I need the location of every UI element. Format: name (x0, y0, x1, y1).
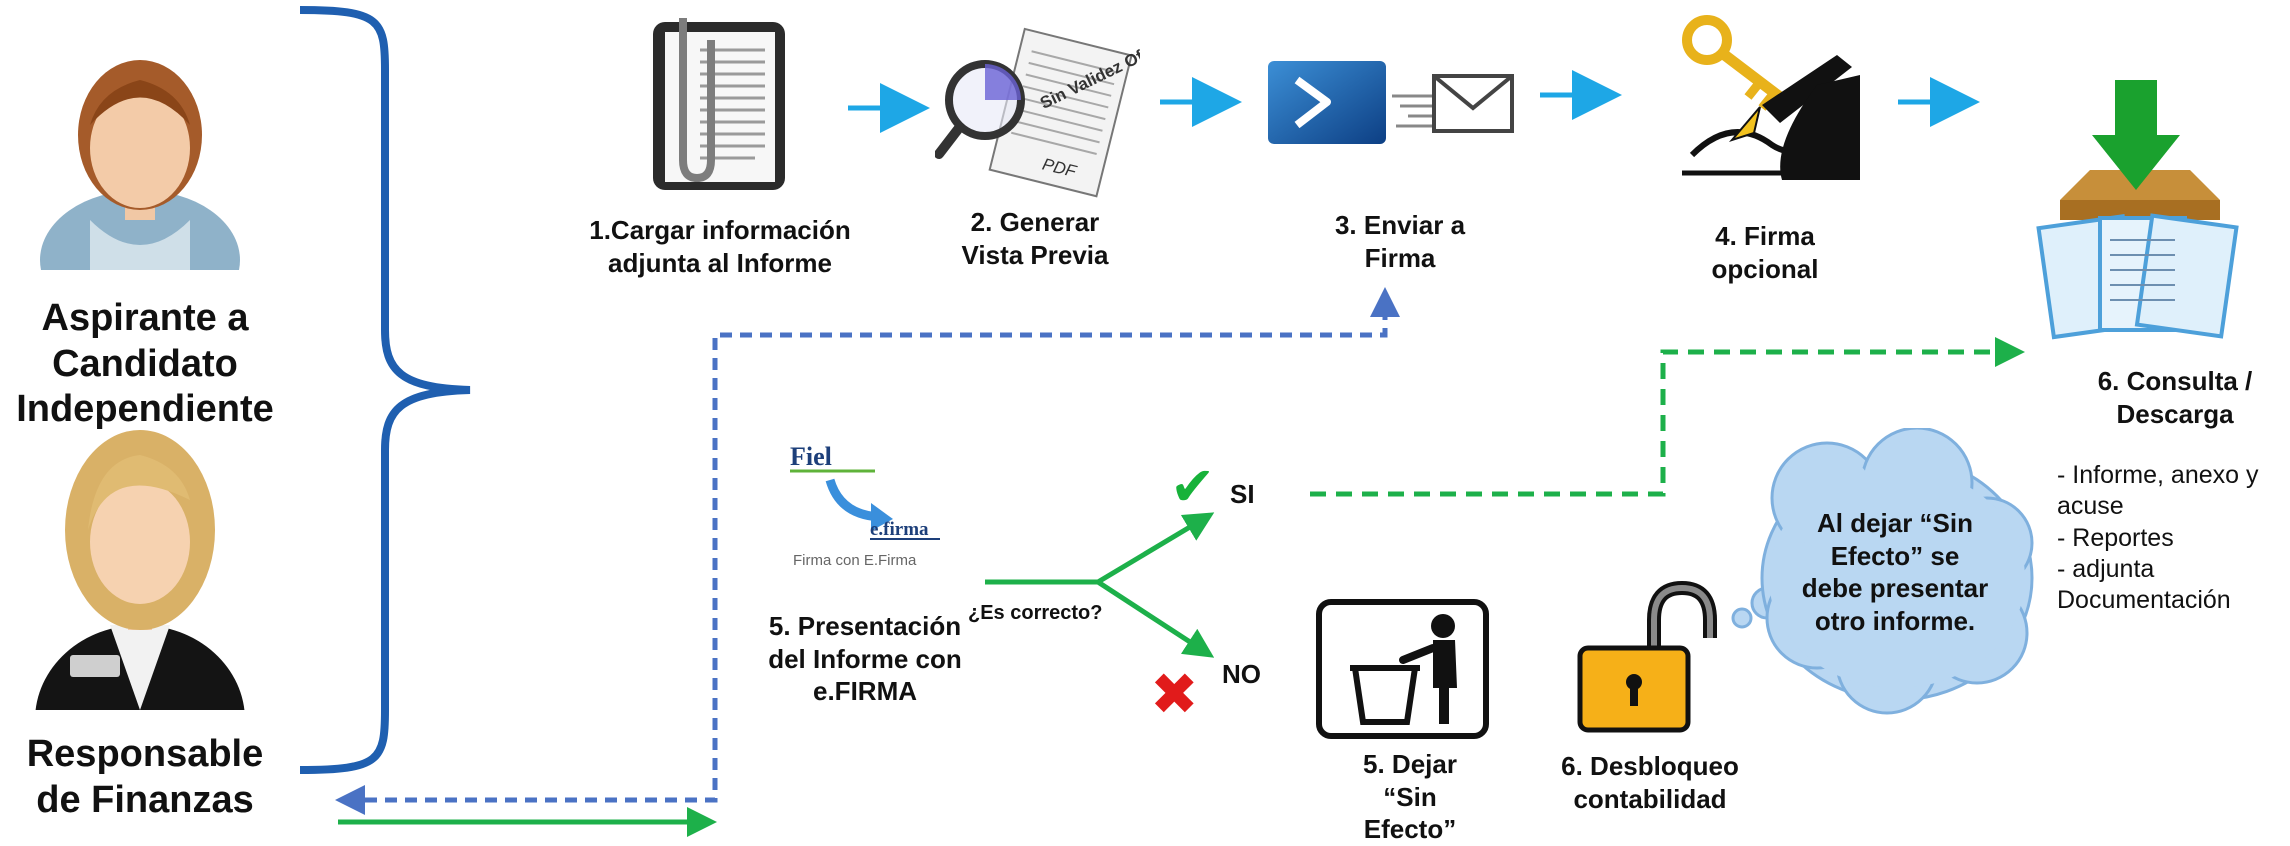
download-list: - Informe, anexo y acuse - Reportes - ad… (2057, 460, 2287, 616)
efirma-caption: Firma con E.Firma (793, 552, 917, 569)
magnifier-pdf-icon: Sin Validez Oficial PDF (934, 20, 1176, 205)
check-icon: ✔ (1170, 457, 1216, 517)
step-4-label: 4. Firma opcional (1711, 221, 1819, 284)
fiel-logo-text: Fiel (790, 442, 832, 471)
download-item: - Reportes (2057, 523, 2174, 552)
decision-question: ¿Es correcto? (968, 602, 1103, 624)
step-5-present-label: 5. Presentación del Informe con e.FIRMA (768, 611, 962, 706)
dashed-route-yes (1310, 337, 2025, 497)
avatar-candidate (30, 30, 250, 330)
padlock-icon (1572, 578, 1722, 733)
download-docs-icon (2030, 70, 2240, 340)
envelope-icon (1392, 68, 1517, 138)
efirma-logo: Fiel e.firma Firma con E.Firma (785, 435, 955, 570)
note-cloud (1722, 426, 2037, 720)
cross-icon: ✖ (1150, 662, 1199, 727)
send-icon (1262, 55, 1392, 150)
step-6-unlock-label: 6. Desbloqueo contabilidad (1561, 751, 1739, 814)
step-2-label: 2. Generar Vista Previa (961, 207, 1109, 270)
download-item: - adjunta (2057, 554, 2155, 583)
download-item: acuse (2057, 492, 2124, 521)
role-candidate: Aspirante a Candidato Independiente (16, 297, 274, 431)
download-item: Documentación (2057, 586, 2231, 614)
decision-yes: SI (1230, 479, 1255, 509)
role-finance: Responsable de Finanzas (26, 733, 264, 821)
efirma-logo-text: e.firma (870, 519, 929, 540)
step-1-label: 1.Cargar información adjunta al Informe (589, 215, 851, 278)
step-5-void-label: 5. Dejar “Sin Efecto” (1363, 749, 1457, 844)
step-3-label: 3. Enviar a Firma (1334, 210, 1466, 273)
step-6-query-label: 6. Consulta / Descarga (2097, 366, 2253, 429)
roles-bracket (299, 6, 471, 774)
fork-no (1096, 579, 1215, 658)
document-clip-icon (645, 10, 795, 195)
download-item: - Informe, anexo y (2057, 461, 2259, 489)
key-signature-icon (1662, 5, 1862, 185)
dashed-route-to-firma (345, 287, 1400, 803)
decision-no: NO (1222, 659, 1261, 689)
fork-yes (1096, 512, 1215, 585)
avatar-finance (30, 420, 250, 815)
note-cloud-text: Al dejar “Sin Efecto” se debe presentar … (1801, 508, 1989, 636)
trash-icon (1315, 598, 1490, 740)
